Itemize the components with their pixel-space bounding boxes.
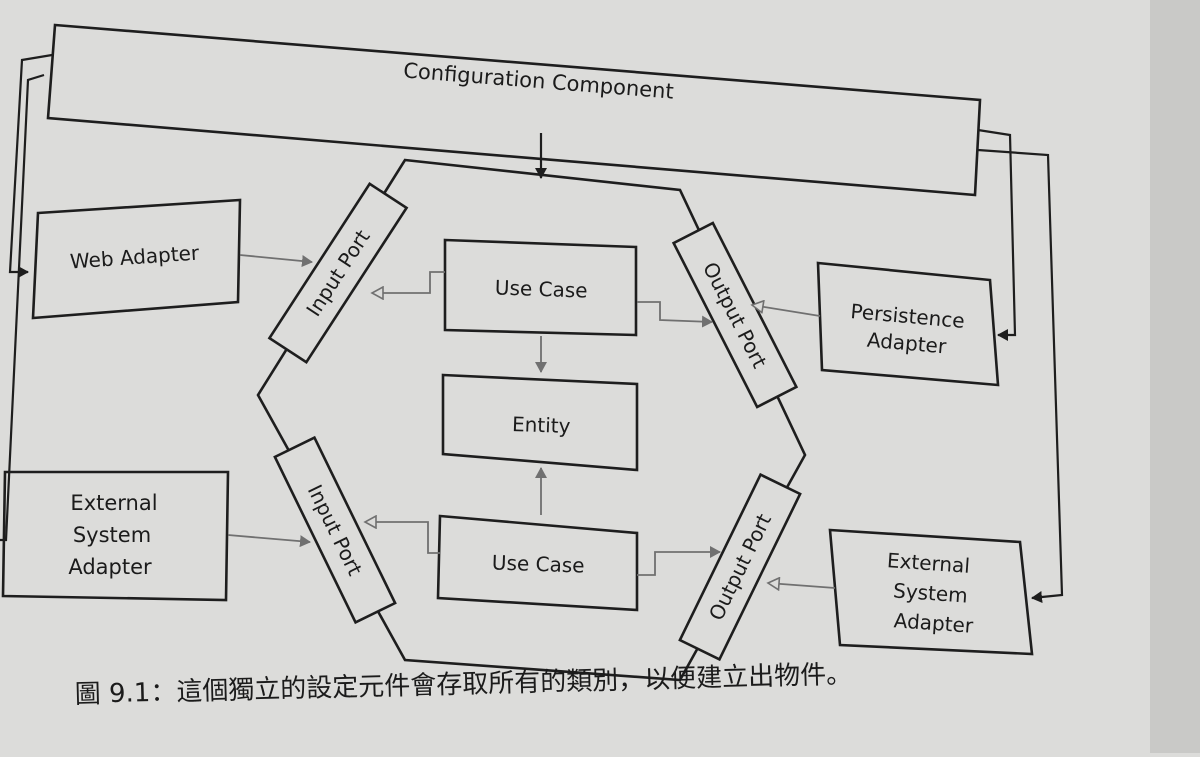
page-edge bbox=[1150, 0, 1200, 753]
input-port-top: Input Port bbox=[267, 182, 409, 364]
use-case-bottom-label: Use Case bbox=[492, 550, 585, 577]
persistence-adapter-line-2: Adapter bbox=[866, 328, 948, 359]
use-case-bottom-to-output-port-arrow bbox=[637, 546, 721, 576]
output-port-bottom: Output Port bbox=[678, 472, 802, 662]
entity-label: Entity bbox=[512, 412, 571, 438]
external-system-adapter-right: External System Adapter bbox=[828, 528, 1034, 656]
external-system-adapter-right-line-1: External bbox=[886, 548, 970, 578]
config-to-web-adapter-wire bbox=[8, 53, 53, 278]
use-case-top-to-output-port-arrow bbox=[637, 301, 713, 328]
configuration-component: Configuration Component bbox=[46, 23, 982, 197]
external-system-adapter-left-line-1: External bbox=[70, 491, 157, 515]
output-port-top: Output Port bbox=[671, 221, 799, 409]
use-case-top-implements-input-port-arrow bbox=[372, 271, 445, 293]
config-to-left-external-wire bbox=[0, 73, 45, 542]
application-core-hexagon bbox=[256, 158, 807, 682]
external-system-adapter-left-line-2: System bbox=[73, 523, 151, 547]
persistence-adapter-line-1: Persistence bbox=[850, 299, 966, 333]
use-case-bottom-implements-input-port-arrow bbox=[365, 522, 440, 554]
persistence-implements-output-port-arrow bbox=[752, 305, 821, 317]
figure-caption: 圖 9.1：這個獨立的設定元件會存取所有的類別，以便建立出物件。 bbox=[74, 660, 852, 710]
web-adapter: Web Adapter bbox=[31, 198, 242, 320]
use-case-bottom: Use Case bbox=[436, 514, 639, 612]
external-system-adapter-right-line-2: System bbox=[892, 578, 968, 607]
external-system-adapter-right-line-3: Adapter bbox=[893, 608, 975, 638]
use-case-top: Use Case bbox=[443, 238, 638, 337]
config-to-persistence-wire bbox=[977, 128, 1017, 341]
external-system-adapter-left: External System Adapter bbox=[1, 470, 230, 602]
input-port-bottom: Input Port bbox=[273, 435, 397, 625]
web-adapter-label: Web Adapter bbox=[69, 240, 200, 273]
entity: Entity bbox=[441, 373, 639, 472]
config-to-right-external-wire bbox=[977, 148, 1064, 603]
web-adapter-to-input-port-arrow bbox=[239, 254, 313, 268]
external-adapter-implements-output-port-arrow bbox=[768, 583, 836, 588]
external-adapter-to-input-port-arrow bbox=[227, 534, 311, 548]
persistence-adapter: Persistence Adapter bbox=[816, 261, 1000, 387]
use-case-top-label: Use Case bbox=[495, 275, 588, 302]
external-system-adapter-left-line-3: Adapter bbox=[68, 555, 152, 579]
